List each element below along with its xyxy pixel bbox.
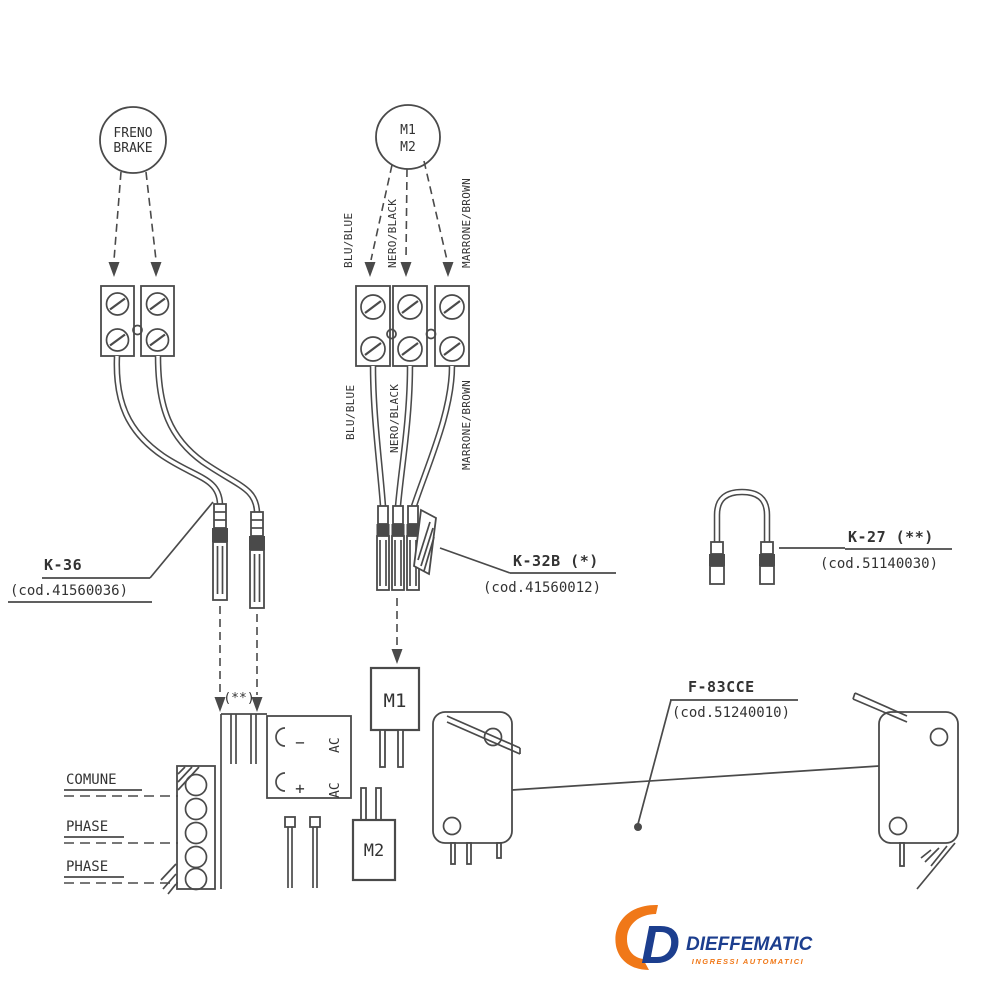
faston-connector [249,511,265,609]
switch-link-wire [511,765,880,791]
logo-tagline-text: INGRESSI AUTOMATICI [692,957,805,966]
leader-line [149,501,214,579]
m2-box-label: M2 [364,841,384,861]
ac-minus-sign: − [295,733,305,752]
k32b-connectors [376,505,437,664]
brake-label-line1: FRENO [113,126,152,141]
wire-label-brown-top: MARRONE/BROWN [460,178,473,268]
k32b-label: K-32B (*) (cod.41560012) [439,547,616,596]
hatched-sleeve [413,508,437,576]
k27-part-name: K-27 (**) [848,528,934,546]
down-arrow-icon [364,262,376,277]
f83cce-part-name: F-83CCE [688,678,755,696]
down-arrow-icon [150,262,162,277]
k27-jumper [709,488,775,585]
ac-block: − AC + AC [266,715,352,799]
f83cce-label: F-83CCE (cod.51240010) [634,678,798,831]
wire-label-brown-bottom: MARRONE/BROWN [460,380,473,470]
f83cce-part-code: (cod.51240010) [672,705,790,721]
terminal-strip [160,765,216,895]
logo-swoosh-icon [615,904,658,970]
leader-line [439,547,511,574]
ac-plus-sign: + [295,779,305,798]
terminal-labels: COMUNE PHASE PHASE [64,772,178,884]
dieffematic-logo: D DIEFFEMATIC INGRESSI AUTOMATICI [615,904,813,975]
k36-part-code: (cod.41560036) [10,583,128,599]
microswitch-left [432,711,521,865]
asterisks-note: (**) [223,691,254,706]
logo-d-icon: D [641,915,680,975]
brake-terminal-block [100,285,175,357]
motor-label-line1: M1 [400,123,416,138]
brake-source: FRENO BRAKE [99,106,167,277]
motor-circle [375,104,441,170]
leader-dot [634,823,642,831]
faston-connector [376,505,390,591]
k36-part-name: K-36 [44,556,82,574]
phase2-label: PHASE [66,859,108,875]
faston-connector [759,541,775,585]
comune-label: COMUNE [66,772,117,788]
leader-line [637,699,672,825]
wire-label-blue-bottom: BLU/BLUE [344,385,357,440]
ac-top-label: AC [328,737,343,753]
wire-label-blue-top: BLU/BLUE [342,213,355,268]
m1-box-label: M1 [384,690,407,712]
faston-connector [391,505,405,591]
k32b-part-code: (cod.41560012) [483,580,601,596]
down-arrow-icon [391,649,403,664]
k36-label: K-36 (cod.41560036) [8,501,214,603]
motor-label-line2: M2 [400,140,416,155]
ac-bottom-label: AC [328,782,343,798]
k27-label: K-27 (**) (cod.51140030) [779,528,952,572]
down-arrow-icon [400,262,412,277]
board: COMUNE PHASE PHASE − AC + AC [64,666,959,895]
logo-brand-text: DIEFFEMATIC [686,934,813,955]
brake-label-line2: BRAKE [113,141,152,156]
down-arrow-icon [108,262,120,277]
phase1-label: PHASE [66,819,108,835]
m2-terminal-box: M2 [351,787,397,882]
down-arrow-icon [214,697,226,712]
faston-connector [709,541,725,585]
m1-terminal-box: M1 [369,666,421,768]
faston-connector [212,503,228,601]
motor-wire-labels-top: BLU/BLUE NERO/BLACK MARRONE/BROWN [342,178,473,268]
wire-label-black-top: NERO/BLACK [386,199,399,268]
brake-circle [99,106,167,174]
down-arrow-icon [442,262,454,277]
motor-terminal-block [355,285,470,367]
microswitch-right [852,692,959,890]
wire-label-black-bottom: NERO/BLACK [388,384,401,453]
k27-part-code: (cod.51140030) [820,556,938,572]
k36-connectors: (**) [212,503,265,712]
motor-wire-labels-bottom: BLU/BLUE NERO/BLACK MARRONE/BROWN [344,380,473,470]
motor-source: M1 M2 [364,104,454,277]
center-pins [284,816,321,888]
down-arrow-icon [251,697,263,712]
k32b-wires [369,365,456,508]
k32b-part-name: K-32B (*) [513,552,599,570]
k36-wires [113,355,261,513]
